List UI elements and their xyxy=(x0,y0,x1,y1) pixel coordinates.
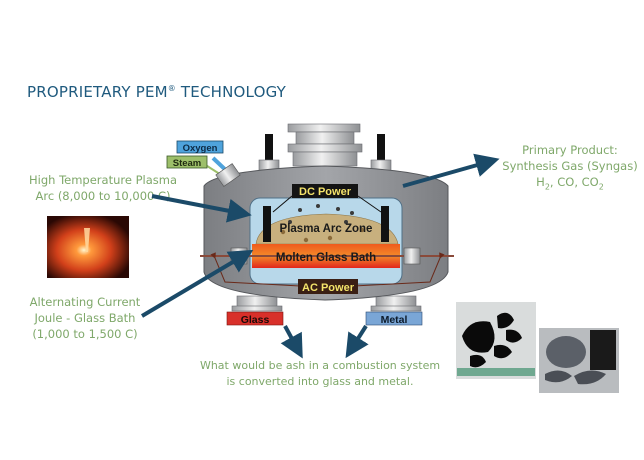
metal-output-box xyxy=(365,311,423,326)
top-port-flange xyxy=(287,123,363,167)
plasma-arc-photo xyxy=(47,216,129,278)
injection-port xyxy=(215,163,241,187)
dc-power-label: DC Power xyxy=(299,186,352,198)
glass-product-photo xyxy=(456,302,536,379)
glass-bath-label: Molten Glass Bath xyxy=(276,252,376,264)
glass-output-label: Glass xyxy=(241,314,270,326)
steam-label: Steam xyxy=(173,158,202,169)
plasma-zone-label: Plasma Arc Zone xyxy=(280,223,373,235)
ac-wire-left xyxy=(210,252,301,287)
electrode-rod-right xyxy=(381,206,389,242)
joule-caption: Alternating Current Joule - Glass Bath (… xyxy=(29,295,141,341)
glass-bath-arrow xyxy=(140,249,254,318)
metal-down-arrow xyxy=(345,324,369,359)
glass-down-arrow xyxy=(280,325,303,359)
particles xyxy=(288,204,354,224)
glass-output-box xyxy=(226,311,284,326)
ash-caption: What would be ash in a combustion system… xyxy=(199,359,441,388)
syngas-arrow xyxy=(402,153,500,188)
dc-wire-left xyxy=(272,195,293,213)
bottom-outlet-left xyxy=(231,295,283,312)
dc-power-label-box xyxy=(292,184,358,198)
ac-power-label-box xyxy=(298,279,358,294)
electrode-rod-left xyxy=(263,206,271,242)
bottom-outlet-right xyxy=(370,295,422,312)
ac-power-label: AC Power xyxy=(302,282,355,294)
particles-brown xyxy=(280,227,365,243)
bath-bottom xyxy=(252,268,400,276)
product-caption: Primary Product: Synthesis Gas (Syngas) … xyxy=(502,143,638,192)
page-title: PROPRIETARY PEM® TECHNOLOGY xyxy=(27,83,287,101)
metal-output-label: Metal xyxy=(381,314,408,326)
ac-electrode-right xyxy=(403,247,421,265)
dc-wire-right xyxy=(357,195,382,213)
steam-label-box xyxy=(166,155,208,169)
plasma-arc-arrow xyxy=(151,194,252,223)
ac-wire-right xyxy=(353,252,445,287)
oxygen-label: Oxygen xyxy=(183,143,218,154)
plasma-arc-caption: High Temperature Plasma Arc (8,000 to 10… xyxy=(28,173,177,203)
metal-product-photo xyxy=(539,328,619,393)
oxygen-label-box xyxy=(176,140,224,154)
